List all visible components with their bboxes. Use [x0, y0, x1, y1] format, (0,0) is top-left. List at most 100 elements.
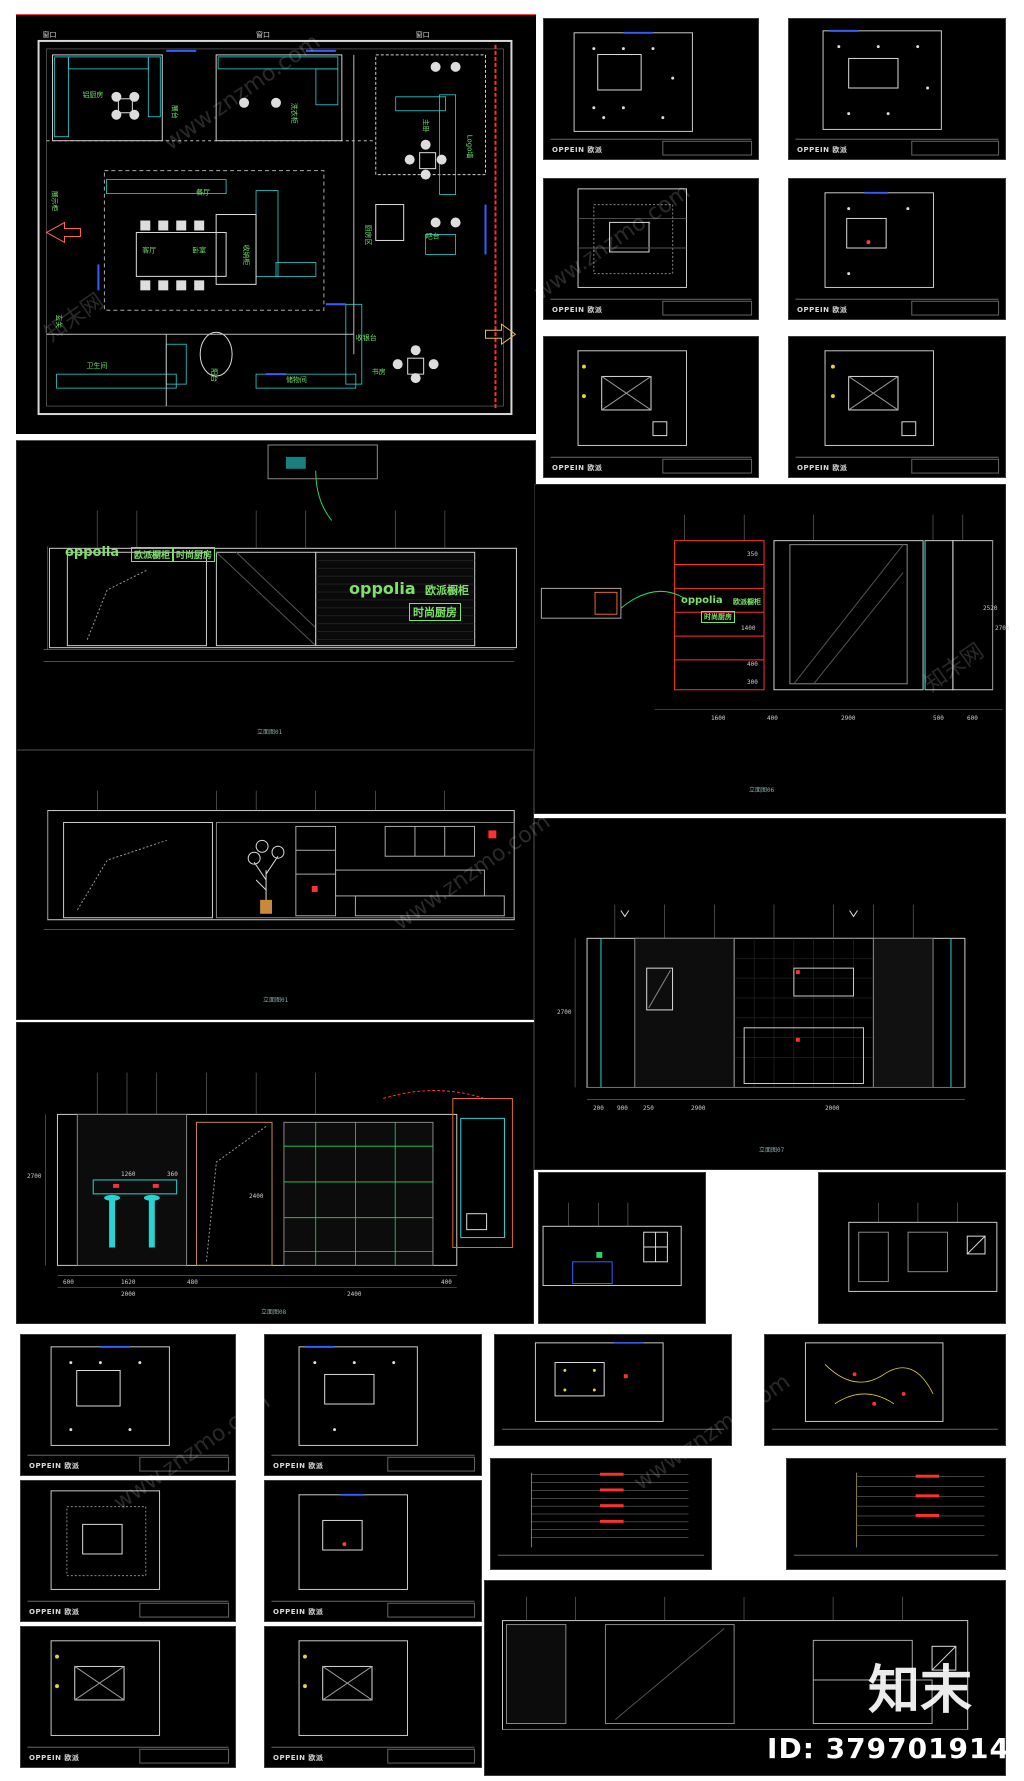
logo-text-cn: 欧派橱柜	[131, 547, 174, 562]
elevation-07-panel: 200 900 250 2900 2000 2700 立面图07	[534, 818, 1006, 1170]
sheet-ceiling-1: OPPEIN 欧派	[543, 18, 759, 160]
dim-300: 300	[747, 679, 758, 686]
dim-1400: 1400	[741, 625, 756, 632]
dim-360: 360	[167, 1171, 178, 1178]
sheet-brand: OPPEIN 欧派	[797, 464, 848, 472]
dim-2900b: 2900	[691, 1105, 706, 1112]
svg-text:阳台: 阳台	[210, 368, 219, 382]
elevation-01-panel: oppolia 欧派橱柜 时尚厨房 oppolia 欧派橱柜 时尚厨房 立面图0…	[16, 440, 536, 750]
svg-text:储物间: 储物间	[286, 375, 307, 384]
image-id-label: ID: 379701914	[767, 1732, 1010, 1765]
dim-2700: 2700	[995, 625, 1010, 632]
floor-plan-panel: 铝厨房 展台 洗衣柜 Logo墙 吧台 收纳柜 客厅 卧室 卫生间 阳台 储物间…	[16, 14, 536, 434]
svg-text:窗口: 窗口	[416, 30, 430, 39]
logo-text-oppolia: oppolia	[65, 545, 120, 560]
dim-350: 350	[747, 551, 758, 558]
dim-1260: 1260	[121, 1171, 136, 1178]
sheet-schedule-2	[786, 1458, 1006, 1570]
sheet-ceiling-3: OPPEIN 欧派	[543, 178, 759, 320]
dim-2700b: 2700	[557, 1009, 572, 1016]
sheet-bottom-1: OPPEIN 欧派	[20, 1334, 236, 1476]
floor-plan-drawing: 铝厨房 展台 洗衣柜 Logo墙 吧台 收纳柜 客厅 卧室 卫生间 阳台 储物间…	[37, 30, 517, 416]
sheet-small-elev-1	[538, 1172, 706, 1324]
svg-text:窗口: 窗口	[43, 30, 57, 39]
sheet-brand: OPPEIN 欧派	[797, 306, 848, 314]
svg-text:书房: 书房	[372, 367, 386, 376]
sheet-brand: OPPEIN 欧派	[552, 146, 603, 154]
dim-480: 480	[187, 1279, 198, 1286]
svg-text:窗口: 窗口	[256, 30, 270, 39]
sheet-bottom-4: OPPEIN 欧派	[264, 1480, 482, 1622]
sheet-electrical-2	[764, 1334, 1006, 1446]
logo-tag: 时尚厨房	[173, 547, 216, 562]
sheet-bottom-5: OPPEIN 欧派	[20, 1626, 236, 1768]
dim-2000b: 2000	[121, 1291, 136, 1298]
dim-600b: 600	[63, 1279, 74, 1286]
dim-2400b: 2400	[249, 1193, 264, 1200]
logo-text-oppolia-3: oppolia	[681, 595, 723, 606]
dim-2900: 2900	[841, 715, 856, 722]
svg-text:展示柜: 展示柜	[51, 191, 60, 212]
sheet-brand: OPPEIN 欧派	[552, 464, 603, 472]
sheet-brand: OPPEIN 欧派	[29, 1462, 80, 1470]
sheet-bottom-6: OPPEIN 欧派	[264, 1626, 482, 1768]
sheet-lighting-2: OPPEIN 欧派	[788, 336, 1006, 478]
sheet-brand: OPPEIN 欧派	[273, 1608, 324, 1616]
svg-text:卫生间: 卫生间	[86, 361, 107, 370]
svg-text:玄关: 玄关	[55, 314, 64, 328]
elevation-07-caption: 立面图07	[759, 1147, 785, 1154]
elevation-08-panel: 600 1620 2000 480 2400 400 2700 2400 126…	[16, 1022, 534, 1324]
logo-tag-2: 时尚厨房	[409, 603, 461, 621]
logo-tag-3: 时尚厨房	[701, 611, 735, 623]
dim-2000: 2000	[825, 1105, 840, 1112]
dim-500: 500	[933, 715, 944, 722]
dim-400: 400	[767, 715, 778, 722]
sheet-brand: OPPEIN 欧派	[273, 1754, 324, 1762]
logo-text-cn-3: 欧派橱柜	[733, 598, 761, 606]
logo-text-oppolia-2: oppolia	[349, 579, 416, 598]
sheet-brand: OPPEIN 欧派	[552, 306, 603, 314]
svg-text:洗衣柜: 洗衣柜	[290, 103, 299, 124]
svg-text:卧室: 卧室	[192, 245, 206, 254]
svg-text:主卧: 主卧	[422, 119, 431, 133]
dim-2400: 2400	[347, 1291, 362, 1298]
sheet-bottom-2: OPPEIN 欧派	[264, 1334, 482, 1476]
sheet-ceiling-4: OPPEIN 欧派	[788, 178, 1006, 320]
dim-250: 250	[643, 1105, 654, 1112]
sheet-long-elevation	[484, 1580, 1006, 1776]
logo-text-cn-2: 欧派橱柜	[425, 584, 469, 597]
svg-text:展台: 展台	[170, 105, 179, 119]
elevation-01b-panel: 立面图01	[16, 750, 534, 1020]
elevation-01b-caption: 立面图01	[263, 997, 289, 1004]
svg-text:铝厨房: 铝厨房	[82, 90, 103, 99]
dim-1600: 1600	[711, 715, 726, 722]
dim-600: 600	[967, 715, 978, 722]
svg-text:餐厅: 餐厅	[196, 188, 210, 197]
sheet-brand: OPPEIN 欧派	[29, 1754, 80, 1762]
svg-text:Logo墙: Logo墙	[466, 135, 475, 159]
dim-2700c: 2700	[27, 1173, 42, 1180]
dim-400b: 400	[747, 661, 758, 668]
elevation-08-caption: 立面图08	[261, 1309, 287, 1316]
sheet-electrical-1	[494, 1334, 732, 1446]
sheet-lighting-1: OPPEIN 欧派	[543, 336, 759, 478]
dim-1620: 1620	[121, 1279, 136, 1286]
sheet-ceiling-2: OPPEIN 欧派	[788, 18, 1006, 160]
sheet-brand: OPPEIN 欧派	[29, 1608, 80, 1616]
svg-text:收银台: 收银台	[356, 333, 377, 342]
sheet-small-elev-2	[818, 1172, 1006, 1324]
dim-2520: 2520	[983, 605, 998, 612]
sheet-schedule-1	[490, 1458, 712, 1570]
sheet-brand: OPPEIN 欧派	[273, 1462, 324, 1470]
sheet-bottom-3: OPPEIN 欧派	[20, 1480, 236, 1622]
elevation-06-caption: 立面图06	[749, 787, 775, 794]
elevation-06-panel: oppolia 欧派橱柜 时尚厨房 1600 400 2900 500 600 …	[534, 484, 1010, 814]
svg-text:吧台: 吧台	[426, 231, 440, 240]
sheet-brand: OPPEIN 欧派	[797, 146, 848, 154]
dim-200: 200	[593, 1105, 604, 1112]
dim-900: 900	[617, 1105, 628, 1112]
svg-text:厨房区: 厨房区	[364, 225, 373, 246]
svg-text:收纳柜: 收纳柜	[242, 244, 251, 265]
dim-400c: 400	[441, 1279, 452, 1286]
znzmo-logo: 知末	[867, 1661, 972, 1721]
